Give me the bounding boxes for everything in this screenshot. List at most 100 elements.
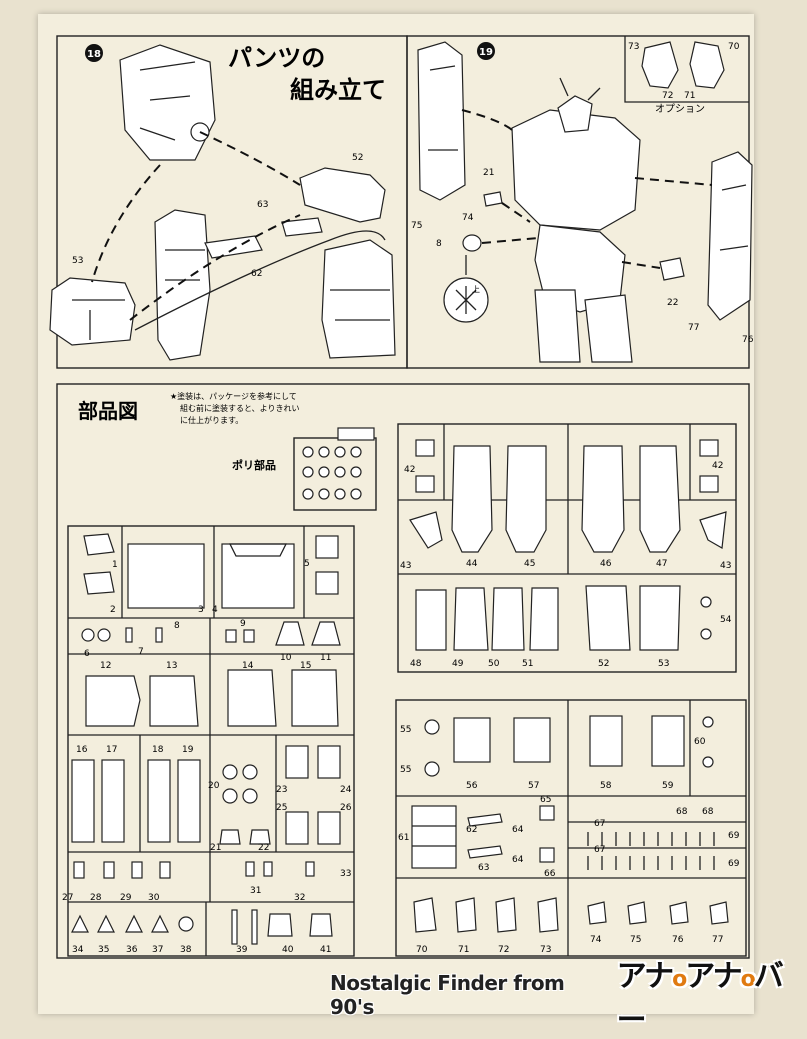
runner-b [397,423,737,673]
part-46: 46 [600,559,612,569]
part-54: 54 [720,615,732,625]
part-42a: 42 [404,465,415,475]
part-8: 8 [174,621,180,631]
part-5: 5 [304,559,310,569]
part-15: 15 [300,661,311,671]
part-57: 57 [528,781,539,791]
part-11: 11 [320,653,331,663]
option-part-70: 70 [728,42,740,52]
part-41: 41 [320,945,331,955]
paint-note-3: に仕上がります。 [180,415,243,425]
part-69b: 69 [728,859,740,869]
part-64b: 64 [512,855,524,865]
step18-number-badge [85,44,103,62]
part-4: 4 [212,605,218,615]
part-68b: 68 [702,807,714,817]
part-55a: 55 [400,725,411,735]
part-67a: 67 [594,819,605,829]
part-51: 51 [522,659,533,669]
step18-title-1: パンツの [228,44,325,72]
part-39: 39 [236,945,248,955]
part-3: 3 [198,605,204,615]
part-50: 50 [488,659,500,669]
step18-part-52: 52 [352,153,363,163]
part-64a: 64 [512,825,524,835]
part-21: 21 [210,843,221,853]
step18-part-53: 53 [72,256,83,266]
part-22: 22 [258,843,269,853]
part-76: 76 [672,935,684,945]
part-34: 34 [72,945,84,955]
part-37: 37 [152,945,163,955]
part-77: 77 [712,935,723,945]
runner-a [67,525,355,957]
part-52: 52 [598,659,609,669]
part-61: 61 [398,833,409,843]
part-32: 32 [294,893,305,903]
part-59: 59 [662,781,674,791]
part-19: 19 [182,745,194,755]
part-30: 30 [148,893,160,903]
part-73: 73 [540,945,551,955]
option-part-72: 72 [662,91,673,101]
part-49: 49 [452,659,464,669]
step19-part-76: 76 [742,335,754,345]
poly-parts-label: ポリ部品 [232,458,276,472]
watermark: Nostalgic Finder from 90's アナoアナoバー [330,959,807,1038]
part-24: 24 [340,785,352,795]
part-35: 35 [98,945,109,955]
runner-c [395,699,747,957]
part-62: 62 [466,825,477,835]
step19-illustration [417,41,753,363]
part-75: 75 [630,935,641,945]
step18-part-63: 63 [257,200,268,210]
paint-note-1: ★塗装は、パッケージを参考にして [170,391,297,401]
step19-part-77: 77 [688,323,699,333]
watermark-text: Nostalgic Finder from 90's [330,971,565,1019]
part-63: 63 [478,863,489,873]
part-16: 16 [76,745,88,755]
part-47: 47 [656,559,667,569]
part-17: 17 [106,745,117,755]
part-44: 44 [466,559,478,569]
part-12: 12 [100,661,111,671]
part-10: 10 [280,653,292,663]
part-43a: 43 [400,561,411,571]
paint-note-2: 組む前に塗装すると、よりきれい [180,403,300,413]
part-40: 40 [282,945,294,955]
part-68a: 68 [676,807,688,817]
option-part-71: 71 [684,91,695,101]
part-67b: 67 [594,845,605,855]
step19-part-75: 75 [411,221,422,231]
part-56: 56 [466,781,478,791]
part-26: 26 [340,803,352,813]
part-36: 36 [126,945,138,955]
part-48: 48 [410,659,422,669]
part-27: 27 [62,893,73,903]
part-7: 7 [138,647,144,657]
part-9: 9 [240,619,246,629]
step18-illustration [49,44,396,361]
part-14: 14 [242,661,254,671]
step19-number: 19 [479,47,493,58]
part-69a: 69 [728,831,740,841]
part-23: 23 [276,785,287,795]
poly-runner [293,427,377,511]
part-20: 20 [208,781,220,791]
part-31: 31 [250,886,261,896]
part-42b: 42 [712,461,723,471]
step18-title-2: 組み立て [290,76,386,104]
part-38: 38 [180,945,192,955]
part-13: 13 [166,661,177,671]
option-frame [624,36,749,103]
part-2: 2 [110,605,116,615]
part-58: 58 [600,781,612,791]
step19-part-21: 21 [483,168,494,178]
part-1: 1 [112,560,118,570]
parts-diagram-title: 部品図 [78,399,138,423]
up-mark: 上 [472,285,480,294]
part-55b: 55 [400,765,411,775]
part-71: 71 [458,945,469,955]
option-label: オプション [655,103,705,115]
